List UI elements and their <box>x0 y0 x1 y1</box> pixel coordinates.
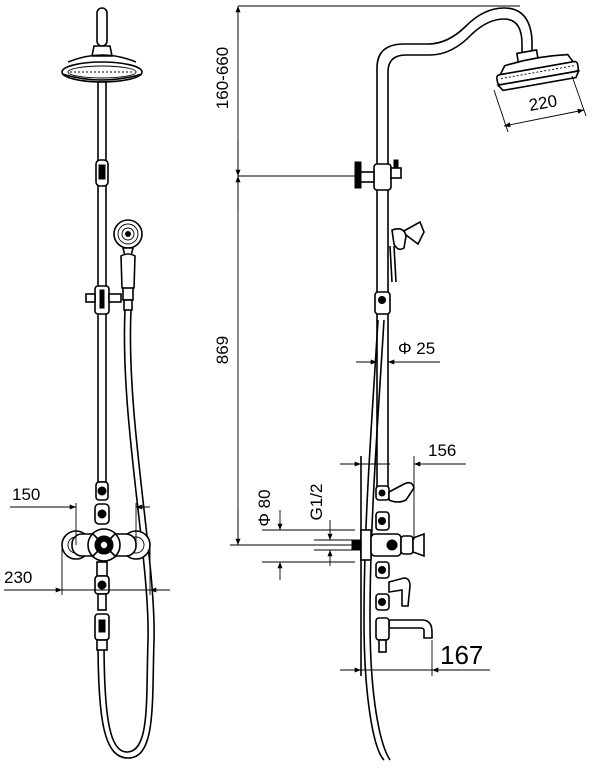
side-wall-bracket <box>354 159 402 191</box>
side-hand-shower <box>389 220 425 283</box>
side-riser-pipe <box>376 169 389 491</box>
front-lower-fittings <box>94 561 110 651</box>
dim-g12-label: G1/2 <box>307 484 326 521</box>
dim-150: 150 <box>10 485 150 545</box>
dim-156-label: 156 <box>428 441 456 460</box>
front-hand-shower-holder <box>85 285 122 315</box>
front-diverter <box>94 481 110 525</box>
front-upper-bracket <box>95 159 109 187</box>
dim-160-660-label: 160-660 <box>213 47 232 109</box>
side-arm-inner <box>387 18 523 170</box>
dim-869-label: 869 <box>213 336 232 364</box>
dim-phi-80-label: Φ 80 <box>255 489 274 526</box>
side-holder <box>374 291 391 315</box>
side-lower-fittings <box>375 561 433 653</box>
dim-g12: G1/2 <box>307 484 352 566</box>
dim-phi-25-label: Φ 25 <box>398 339 435 358</box>
side-arm-outer <box>376 7 533 170</box>
dim-167-label: 167 <box>440 640 483 670</box>
side-shower-head <box>495 49 581 92</box>
front-hand-shower <box>113 219 143 311</box>
front-mixer-body <box>61 528 151 562</box>
side-hose-outer <box>363 319 385 761</box>
side-hose-inner <box>369 319 391 761</box>
front-view: 150 230 <box>4 7 170 759</box>
dim-220: 220 <box>493 75 587 133</box>
riser-top <box>96 7 108 47</box>
dim-phi-80: Φ 80 <box>255 489 355 580</box>
dim-phi-25: Φ 25 <box>356 339 440 365</box>
side-diverter <box>375 481 415 531</box>
dim-150-label: 150 <box>12 485 40 504</box>
front-hose-outer <box>103 309 149 753</box>
front-riser-pipe <box>97 81 107 483</box>
side-view: 220 <box>213 5 587 761</box>
dim-230: 230 <box>4 545 170 595</box>
side-mixer-body <box>351 529 425 561</box>
dim-220-label: 220 <box>527 91 558 115</box>
dim-230-label: 230 <box>4 568 32 587</box>
front-hose-inner <box>97 309 155 759</box>
dim-167: 167 <box>340 640 490 676</box>
dim-vertical-line <box>230 5 520 546</box>
dim-156: 156 <box>340 441 466 540</box>
front-shower-head <box>61 45 143 83</box>
